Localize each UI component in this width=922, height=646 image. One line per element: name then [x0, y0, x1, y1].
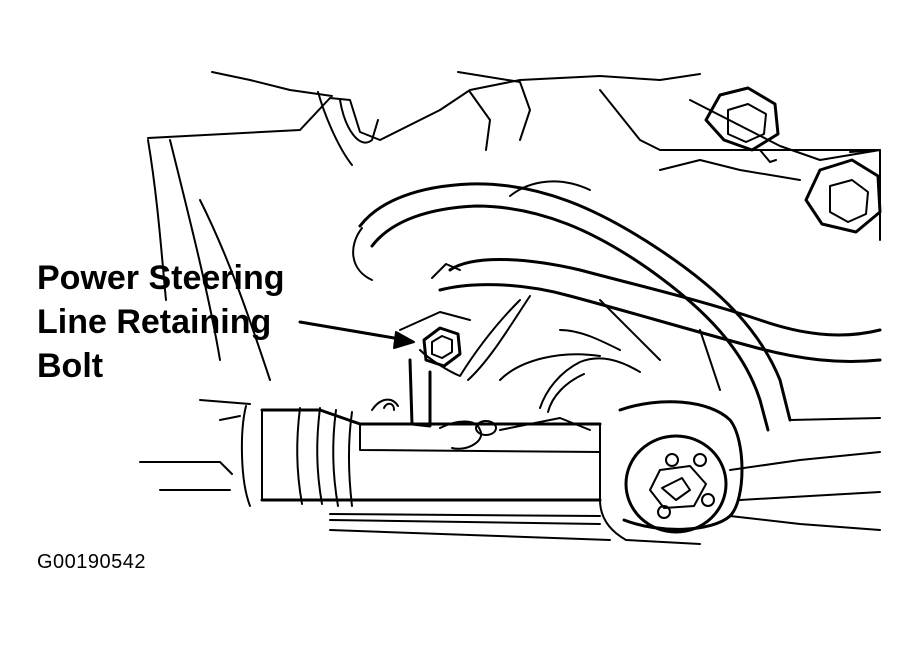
upper-housing: [147, 71, 881, 381]
callout-line: Line Retaining: [37, 303, 272, 341]
steering-rack-body: [240, 329, 641, 525]
figure-id: G00190542: [37, 551, 147, 573]
lower-housing: [139, 299, 881, 541]
retaining-bracket: [399, 295, 531, 428]
power-steering-lines: [352, 180, 882, 432]
upper-bolt-heads: [704, 86, 882, 241]
callout-line: Power Steering: [37, 259, 285, 297]
callout-arrow: [298, 320, 415, 349]
callout-label: Power Steering Line Retaining Bolt: [37, 256, 285, 388]
callout-line: Bolt: [37, 347, 104, 385]
rack-end-fitting: [599, 400, 744, 545]
